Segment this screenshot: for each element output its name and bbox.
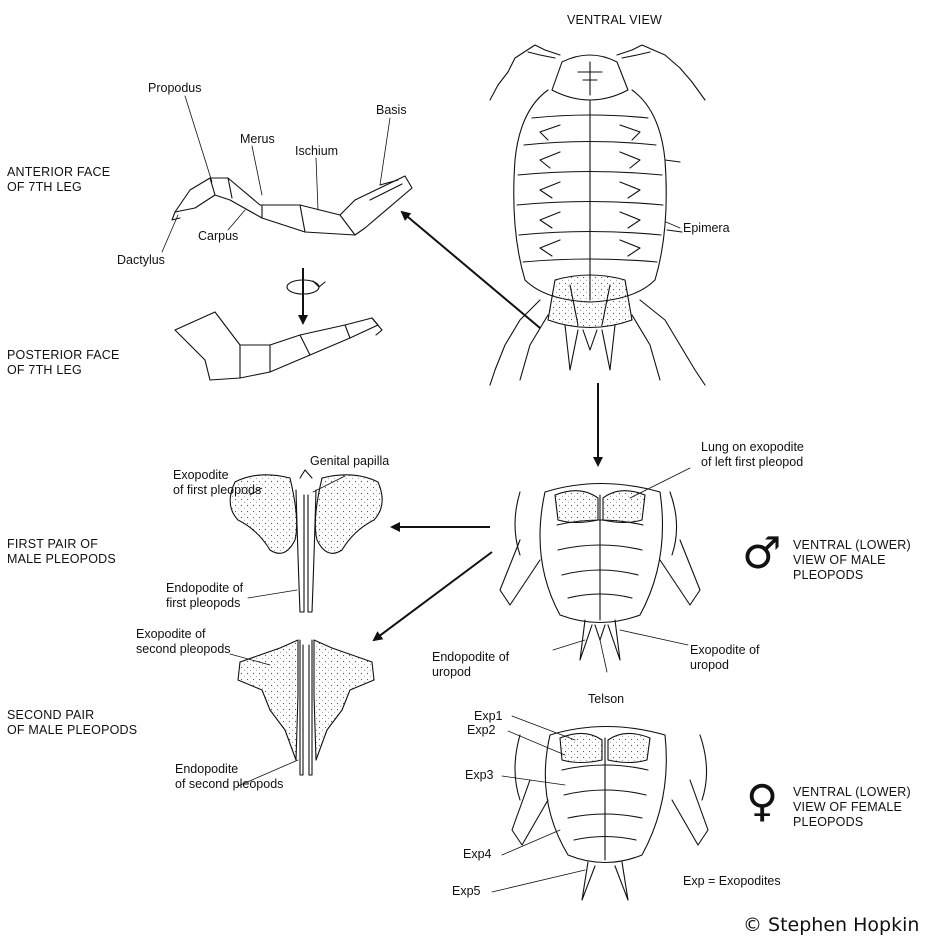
label-exp4: Exp4 [463, 847, 492, 862]
label-exp2: Exp2 [467, 723, 496, 738]
rotation-symbol [287, 280, 325, 294]
label-propodus: Propodus [148, 81, 202, 96]
male-symbol: ♂ [742, 532, 781, 576]
label-exp1: Exp1 [474, 709, 503, 724]
label-merus: Merus [240, 132, 275, 147]
male-pleon-drawing [500, 484, 700, 661]
female-symbol: ♀ [746, 780, 778, 824]
woodlouse-ventral-drawing [490, 45, 705, 385]
credit: © Stephen Hopkin [743, 914, 919, 936]
label-exp5: Exp5 [452, 884, 481, 899]
legend-exopodites: Exp = Exopodites [683, 874, 781, 889]
label-telson: Telson [588, 692, 624, 707]
label-exp3: Exp3 [465, 768, 494, 783]
arrow-to-second-pleopods [374, 552, 492, 640]
arrow-to-leg [402, 212, 540, 328]
label-genital-papilla: Genital papilla [310, 454, 389, 469]
caption-ventral-view: VENTRAL VIEW [567, 13, 662, 28]
label-dactylus: Dactylus [117, 253, 165, 268]
female-pleon-drawing [512, 727, 708, 901]
label-carpus: Carpus [198, 229, 238, 244]
arrows [303, 212, 598, 640]
label-basis: Basis [376, 103, 407, 118]
leg-posterior-drawing [175, 312, 382, 380]
leg-anterior-drawing [172, 176, 412, 235]
label-epimera: Epimera [683, 221, 730, 236]
label-ischium: Ischium [295, 144, 338, 159]
second-pleopods-drawing [238, 640, 374, 775]
